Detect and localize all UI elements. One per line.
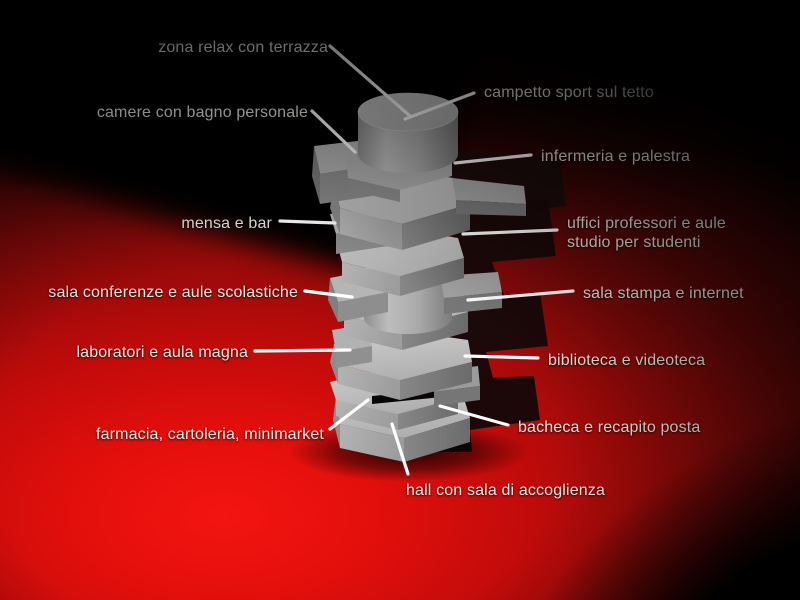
vignette-overlay (0, 0, 800, 600)
